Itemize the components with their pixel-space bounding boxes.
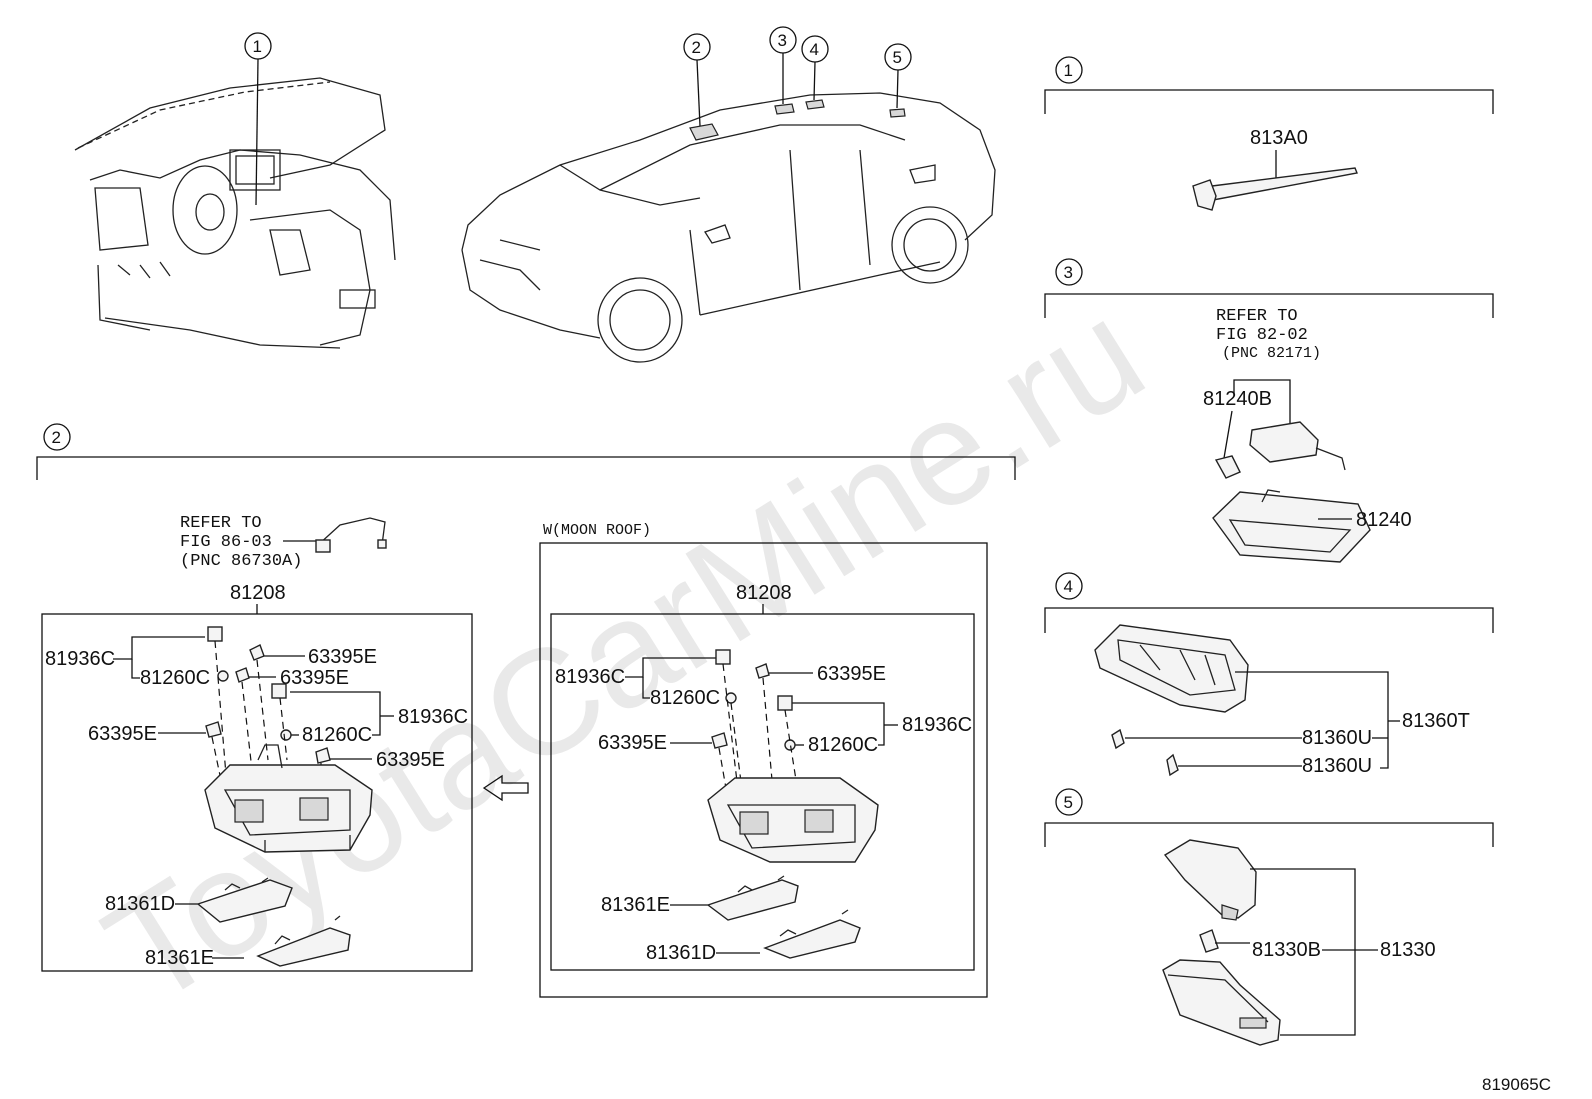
svg-text:81260C: 81260C: [808, 734, 878, 756]
svg-text:81240: 81240: [1356, 509, 1412, 531]
svg-text:63395E: 63395E: [376, 749, 445, 771]
svg-text:81330: 81330: [1380, 939, 1436, 961]
svg-text:REFER TO: REFER TO: [1216, 307, 1298, 326]
svg-text:3: 3: [1064, 263, 1073, 282]
svg-text:2: 2: [692, 38, 701, 57]
section-3: 3 REFER TO FIG 82-02 (PNC 82171) 81240B …: [1044, 258, 1494, 563]
svg-text:81936C: 81936C: [398, 706, 468, 728]
svg-text:5: 5: [893, 48, 902, 67]
svg-text:W(MOON ROOF): W(MOON ROOF): [543, 522, 651, 539]
svg-text:63395E: 63395E: [598, 732, 667, 754]
svg-text:81936C: 81936C: [45, 648, 115, 670]
svg-text:81361E: 81361E: [145, 947, 214, 969]
svg-text:63395E: 63395E: [88, 723, 157, 745]
dashboard-sketch: [74, 77, 396, 349]
section-4: 4 81360U 81360U 81360T: [1044, 572, 1494, 777]
svg-text:81361E: 81361E: [601, 894, 670, 916]
svg-text:81208: 81208: [230, 582, 286, 604]
car-sketch: [461, 92, 996, 363]
svg-text:63395E: 63395E: [308, 646, 377, 668]
car-callouts: 2 3 4 5: [683, 26, 912, 127]
svg-text:81361D: 81361D: [646, 942, 716, 964]
section-2: 2 REFER TO FIG 86-03 (PNC 86730A) 81208 …: [36, 423, 1016, 972]
section-5: 5 81330B 81330: [1044, 788, 1494, 1046]
figure-id: 819065C: [1482, 1075, 1551, 1094]
svg-text:81260C: 81260C: [650, 687, 720, 709]
svg-text:81260C: 81260C: [140, 667, 210, 689]
svg-text:5: 5: [1064, 793, 1073, 812]
svg-text:1: 1: [1064, 61, 1073, 80]
svg-text:81936C: 81936C: [902, 714, 972, 736]
svg-text:1: 1: [253, 37, 262, 56]
svg-text:81360T: 81360T: [1402, 710, 1470, 732]
svg-text:FIG 86-03: FIG 86-03: [180, 533, 272, 552]
watermark: ToyotaCarMine.ru: [78, 267, 1171, 1037]
callout-1-dash: 1: [244, 32, 272, 206]
svg-text:81208: 81208: [736, 582, 792, 604]
svg-text:63395E: 63395E: [817, 663, 886, 685]
svg-text:2: 2: [52, 428, 61, 447]
svg-text:81361D: 81361D: [105, 893, 175, 915]
svg-text:3: 3: [778, 31, 787, 50]
svg-text:(PNC 82171): (PNC 82171): [1222, 345, 1321, 362]
svg-text:4: 4: [810, 40, 819, 59]
svg-text:81936C: 81936C: [555, 666, 625, 688]
moonroof-variant: W(MOON ROOF) 81208 81936C 81260C 63395E …: [539, 522, 988, 998]
svg-text:81360U: 81360U: [1302, 727, 1372, 749]
section-1: 1 813A0: [1044, 56, 1494, 211]
svg-text:81360U: 81360U: [1302, 755, 1372, 777]
svg-text:4: 4: [1064, 577, 1073, 596]
svg-text:81240B: 81240B: [1203, 388, 1272, 410]
svg-text:FIG 82-02: FIG 82-02: [1216, 326, 1308, 345]
svg-text:REFER TO: REFER TO: [180, 514, 262, 533]
svg-text:(PNC 86730A): (PNC 86730A): [180, 552, 302, 571]
svg-text:81260C: 81260C: [302, 724, 372, 746]
svg-text:81330B: 81330B: [1252, 939, 1321, 961]
svg-text:63395E: 63395E: [280, 667, 349, 689]
svg-text:813A0: 813A0: [1250, 127, 1308, 149]
